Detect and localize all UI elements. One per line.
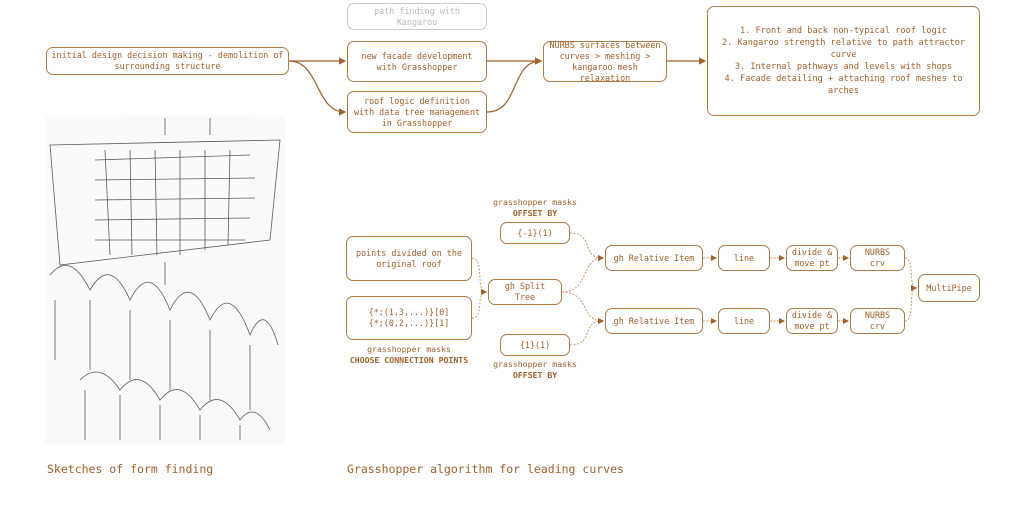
caption-algorithm: Grasshopper algorithm for leading curves	[347, 462, 624, 476]
box-divide-top: divide & move pt	[786, 245, 838, 271]
box-task-list: 1. Front and back non-typical roof logic…	[707, 6, 980, 116]
box-relative-item-bottom: gh Relative Item	[605, 308, 703, 334]
sketch-image	[45, 116, 285, 444]
list-item: 2. Kangaroo strength relative to path at…	[721, 38, 966, 60]
box-multipipe: MultiPipe	[918, 274, 980, 302]
box-offset-negative: {-1}(1)	[500, 222, 570, 244]
list-item: 4. Facade detailing + attaching roof mes…	[724, 74, 963, 96]
box-relative-item-top: gh Relative Item	[605, 245, 703, 271]
box-roof-logic: roof logic definition with data tree man…	[347, 91, 487, 133]
box-facade: new facade development with Grasshopper	[347, 41, 487, 82]
box-nurbs-surfaces: NURBS surfaces between curves > meshing …	[543, 40, 667, 83]
box-nurbs-crv-bottom: NURBS crv	[850, 308, 905, 334]
box-initial-design: initial design decision making - demolit…	[46, 47, 289, 75]
box-line-bottom: line	[718, 308, 770, 334]
box-split-tree: gh Split Tree	[488, 279, 562, 305]
box-divide-bottom: divide & move pt	[786, 308, 838, 334]
box-offset-positive: {1}(1)	[500, 334, 570, 356]
box-nurbs-crv-top: NURBS crv	[850, 245, 905, 271]
box-line-top: line	[718, 245, 770, 271]
list-item: 3. Internal pathways and levels with sho…	[734, 62, 953, 72]
mask-expression: {*;(0,2,...)}[1]	[368, 318, 450, 328]
box-choose-mask: {*;(1,3,...)}[0] {*;(0,2,...)}[1]	[346, 296, 472, 340]
box-points-divided: points divided on the original roof	[346, 236, 472, 281]
caption-sketches: Sketches of form finding	[47, 462, 214, 476]
crossed-out-box-path-finding: path finding with Kangaroo	[347, 3, 487, 30]
list-item: 1. Front and back non-typical roof logic	[740, 26, 947, 36]
mask-expression: {*;(1,3,...)}[0]	[368, 307, 450, 317]
